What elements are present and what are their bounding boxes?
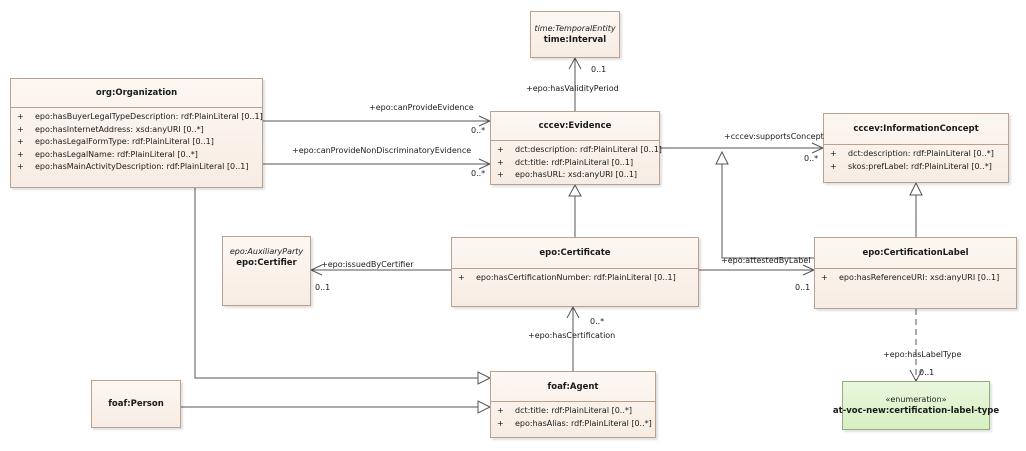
attribute-row: +epo:hasLegalName: rdf:PlainLiteral [0..… [17,149,198,159]
attribute-row: +epo:hasInternetAddress: xsd:anyURI [0..… [17,124,204,134]
has-certification-arrowhead [566,305,580,319]
attribute-row: +dct:description: rdf:PlainLiteral [0..1… [497,145,662,154]
multiplicity-has-certification: 0..* [590,317,605,326]
label-generalization-arrowhead [715,150,729,165]
class-name: org:Organization [95,88,178,98]
relation-label-has-validity-period: +epo:hasValidityPeriod [526,84,619,93]
attribute-row: +dct:title: rdf:PlainLiteral [0..1] [497,157,634,167]
class-time-interval[interactable]: time:TemporalEntity time:Interval [530,11,620,58]
multiplicity-issued-by-certifier: 0..1 [315,283,331,292]
attribute-row: +dct:description: rdf:PlainLiteral [0..*… [830,149,994,158]
class-name: time:Interval [543,35,607,45]
certificate-generalization-arrowhead [568,183,582,197]
relation-label-issued-by-certifier: +epo:issuedByCertifier [321,260,414,269]
attribute-list: +dct:description: rdf:PlainLiteral [0..1… [491,140,662,182]
label-generalization-line [721,164,814,259]
enum-certification-label-type[interactable]: «enumeration» at-voc-new:certification-l… [833,381,999,430]
attribute-row: +epo:hasLegalFormType: rdf:PlainLiteral … [17,137,214,146]
person-generalization-arrowhead [477,400,492,414]
relation-label-supports-concept: +cccev:supportsConcept [724,132,824,141]
attribute-list: +epo:hasBuyerLegalTypeDescription: rdf:P… [11,107,263,174]
relation-label-can-provide-evidence: +epo:canProvideEvidence [369,103,474,112]
class-cccev-evidence[interactable]: cccev:Evidence +dct:description: rdf:Pla… [490,111,662,185]
class-cccev-information-concept[interactable]: cccev:InformationConcept +dct:descriptio… [823,113,1009,183]
multiplicity-attested-by-label: 0..1 [795,283,811,292]
validity-period-arrowhead [568,56,582,70]
class-foaf-agent[interactable]: foaf:Agent +dct:title: rdf:PlainLiteral … [490,371,656,438]
class-name: cccev:Evidence [538,121,612,131]
relation-label-attested-by-label: +epo:attestedByLabel [721,256,811,265]
attribute-list: +epo:hasReferenceURI: xsd:anyURI [0..1] [815,268,1016,285]
class-name: epo:CertificationLabel [862,248,969,258]
class-name: at-voc-new:certification-label-type [832,406,1000,416]
class-epo-certificate[interactable]: epo:Certificate +epo:hasCertificationNum… [451,237,699,307]
organization-generalization-arrowhead [477,371,492,385]
multiplicity-has-validity-period: 0..1 [591,65,607,74]
attribute-row: +epo:hasBuyerLegalTypeDescription: rdf:P… [17,112,263,121]
class-stereotype: epo:AuxiliaryParty [229,246,304,256]
label-concept-generalization-arrowhead [909,181,923,196]
attribute-list: +dct:title: rdf:PlainLiteral [0..*] +epo… [491,401,655,430]
attribute-row: +epo:hasURL: xsd:anyURI [0..1] [497,170,638,179]
class-name: foaf:Agent [547,381,599,392]
relation-label-has-certification: +epo:hasCertification [528,331,616,340]
class-stereotype: «enumeration» [885,395,947,404]
organization-generalization-line [194,188,478,379]
class-stereotype: time:TemporalEntity [534,24,616,33]
attribute-list: +epo:hasCertificationNumber: rdf:PlainLi… [452,268,698,285]
attribute-list: +dct:description: rdf:PlainLiteral [0..*… [824,144,1008,173]
relation-label-non-discriminatory-evidence: +epo:canProvideNonDiscriminatoryEvidence [292,146,472,155]
class-epo-certification-label[interactable]: epo:CertificationLabel +epo:hasReference… [814,237,1017,309]
multiplicity-can-provide-evidence: 0..* [471,126,486,135]
attribute-row: +epo:hasAlias: rdf:PlainLiteral [0..*] [497,418,652,428]
issued-by-certifier-arrowhead [309,264,323,276]
class-epo-certifier[interactable]: epo:AuxiliaryParty epo:Certifier [222,236,311,306]
class-name: epo:Certificate [539,248,611,258]
attribute-row: +epo:hasMainActivityDescription: rdf:Pla… [17,162,249,171]
multiplicity-supports-concept: 0..* [804,154,819,163]
class-name: epo:Certifier [236,257,297,268]
class-name: cccev:InformationConcept [853,124,979,134]
multiplicity-non-discriminatory-evidence: 0..* [471,169,486,178]
multiplicity-has-label-type: 0..1 [919,368,935,377]
attribute-row: +epo:hasCertificationNumber: rdf:PlainLi… [458,273,676,282]
class-foaf-person[interactable]: foaf:Person [91,380,181,428]
attribute-row: +skos:prefLabel: rdf:PlainLiteral [0..*] [830,161,992,171]
attribute-row: +dct:title: rdf:PlainLiteral [0..*] [497,406,632,415]
class-name: foaf:Person [108,399,164,409]
relation-label-has-label-type: +epo:hasLabelType [883,350,962,359]
class-org-organization[interactable]: org:Organization +epo:hasBuyerLegalTypeD… [10,78,263,188]
attribute-row: +epo:hasReferenceURI: xsd:anyURI [0..1] [821,273,1000,282]
